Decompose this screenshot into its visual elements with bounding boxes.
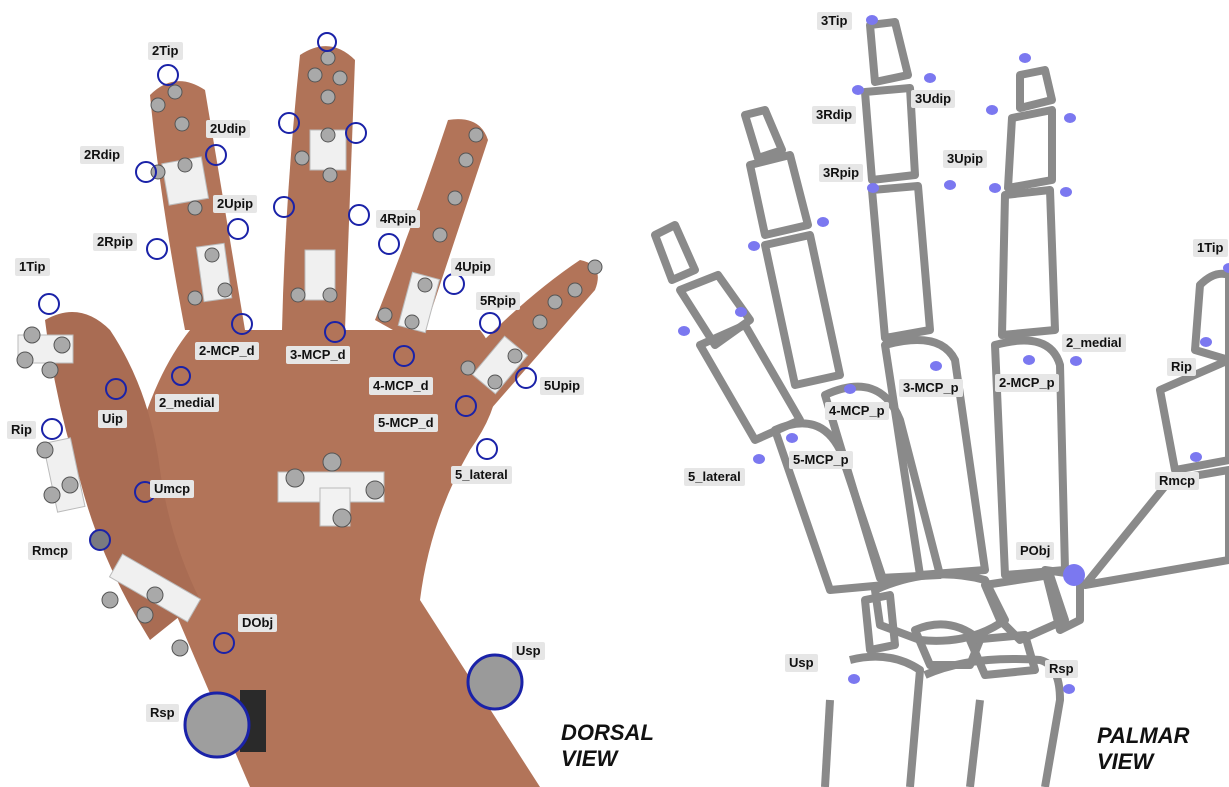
usp-sphere xyxy=(468,655,522,709)
label-3upip: 3Upip xyxy=(943,150,987,168)
label-2rpip: 2Rpip xyxy=(93,233,137,251)
label-2mcp-d: 2-MCP_d xyxy=(195,342,259,360)
marker-ring-1tip xyxy=(39,294,59,314)
dot-5rpip xyxy=(678,326,690,336)
label-rip: Rip xyxy=(1167,358,1196,376)
label-2mcp-p: 2-MCP_p xyxy=(995,374,1059,392)
label-3rpip: 3Rpip xyxy=(819,164,863,182)
palmar-view-panel: 3Tip 3Rdip 3Udip 3Rpip 3Upip 1Tip 2_medi… xyxy=(640,0,1229,787)
dot-2tip xyxy=(1019,53,1031,63)
marker-ring-5rpip xyxy=(480,313,500,333)
marker-ring-5upip xyxy=(516,368,536,388)
dot-3mcp-p xyxy=(930,361,942,371)
rsp-sphere xyxy=(185,693,249,757)
label-2upip: 2Upip xyxy=(213,195,257,213)
label-4mcp-d: 4-MCP_d xyxy=(369,377,433,395)
dot-2rpip xyxy=(989,183,1001,193)
marker-ring-2upip xyxy=(228,219,248,239)
label-umcp: Umcp xyxy=(150,480,194,498)
dot-2upip xyxy=(1060,187,1072,197)
label-5rpip: 5Rpip xyxy=(476,292,520,310)
dot-3rdip xyxy=(852,85,864,95)
dot-3rpip xyxy=(867,183,879,193)
label-3rdip: 3Rdip xyxy=(812,106,856,124)
label-dobj: DObj xyxy=(238,614,277,632)
palmar-title-line2: VIEW xyxy=(1097,749,1189,775)
label-3tip: 3Tip xyxy=(817,12,852,30)
marker-ring-5lateral xyxy=(477,439,497,459)
label-2medial: 2_medial xyxy=(155,394,219,412)
marker-ring-4rpip xyxy=(379,234,399,254)
dot-4upip xyxy=(817,217,829,227)
marker-ring-2rpip xyxy=(147,239,167,259)
label-rsp: Rsp xyxy=(1045,660,1078,678)
marker-ring-3upip xyxy=(349,205,369,225)
marker-ring-rip xyxy=(42,419,62,439)
label-rsp: Rsp xyxy=(146,704,179,722)
label-3udip: 3Udip xyxy=(911,90,955,108)
label-2tip: 2Tip xyxy=(148,42,183,60)
dot-5upip xyxy=(735,307,747,317)
label-uip: Uip xyxy=(98,410,127,428)
dorsal-view-panel: 2Tip 2Udip 2Rdip 2Upip 2Rpip 1Tip Uip Ri… xyxy=(0,0,660,787)
dot-3tip xyxy=(866,15,878,25)
palmar-title-line1: PALMAR xyxy=(1097,723,1189,749)
dot-5mcp-p xyxy=(786,433,798,443)
palmar-view-title: PALMAR VIEW xyxy=(1097,723,1189,775)
hand-bones xyxy=(655,22,1229,787)
label-rip: Rip xyxy=(7,421,36,439)
label-usp: Usp xyxy=(512,642,545,660)
marker-ring-2tip xyxy=(158,65,178,85)
label-rmcp: Rmcp xyxy=(28,542,72,560)
label-2medial: 2_medial xyxy=(1062,334,1126,352)
label-5mcp-d: 5-MCP_d xyxy=(374,414,438,432)
dot-2rdip xyxy=(986,105,998,115)
label-usp: Usp xyxy=(785,654,818,672)
label-4rpip: 4Rpip xyxy=(376,210,420,228)
label-pobj: PObj xyxy=(1016,542,1054,560)
label-1tip: 1Tip xyxy=(15,258,50,276)
label-3mcp-p: 3-MCP_p xyxy=(899,379,963,397)
dot-3udip xyxy=(924,73,936,83)
label-1tip: 1Tip xyxy=(1193,239,1228,257)
label-rmcp: Rmcp xyxy=(1155,472,1199,490)
dot-2mcp-p xyxy=(1023,355,1035,365)
dot-rmcp xyxy=(1190,452,1202,462)
dot-3upip xyxy=(944,180,956,190)
label-5upip: 5Upip xyxy=(540,377,584,395)
dot-4rpip xyxy=(748,241,760,251)
label-3mcp-d: 3-MCP_d xyxy=(286,346,350,364)
dot-pobj xyxy=(1063,564,1085,586)
dot-rsp xyxy=(1063,684,1075,694)
label-4mcp-p: 4-MCP_p xyxy=(825,402,889,420)
label-5lateral: 5_lateral xyxy=(451,466,512,484)
dot-2medial xyxy=(1070,356,1082,366)
label-5mcp-p: 5-MCP_p xyxy=(789,451,853,469)
dot-rip xyxy=(1200,337,1212,347)
marker-ring-rmcp xyxy=(90,530,110,550)
marker-ring-4upip xyxy=(444,274,464,294)
dot-5lateral xyxy=(753,454,765,464)
dot-2udip xyxy=(1064,113,1076,123)
label-2udip: 2Udip xyxy=(206,120,250,138)
label-4upip: 4Upip xyxy=(451,258,495,276)
label-5lateral: 5_lateral xyxy=(684,468,745,486)
label-2rdip: 2Rdip xyxy=(80,146,124,164)
dot-usp xyxy=(848,674,860,684)
dot-4mcp-p xyxy=(844,384,856,394)
